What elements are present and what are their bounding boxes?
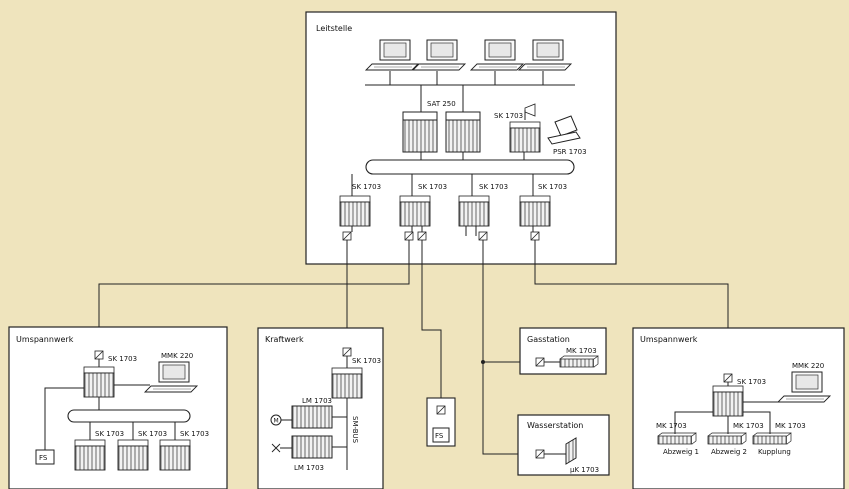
umspannwerk-left-label: Umspannwerk (16, 335, 74, 344)
mk1703-label: MK 1703 (775, 422, 806, 430)
interface-icon (404, 231, 414, 241)
sk1703-device (399, 195, 431, 227)
sk1703-device (509, 121, 541, 153)
lm1703-label: LM 1703 (294, 464, 324, 472)
fs-box: FS (426, 397, 456, 447)
fs-label: FS (39, 454, 48, 462)
lm1703-label: LM 1703 (302, 397, 332, 405)
sk1703-device (83, 366, 115, 398)
sk1703-device (519, 195, 551, 227)
leitstelle-label: Leitstelle (316, 24, 352, 33)
motor-label: M (274, 418, 279, 425)
interface-icon (530, 231, 540, 241)
interface-icon (436, 405, 446, 415)
interface-icon (94, 350, 104, 360)
leitstelle-box: Leitstelle SAT 250 SK 1703 (305, 11, 617, 265)
interface-icon (535, 357, 545, 367)
abzweig1-label: Abzweig 1 (663, 448, 699, 456)
sk1703-device (339, 195, 371, 227)
sk1703-device (712, 385, 744, 417)
sk1703-label: SK 1703 (479, 183, 508, 191)
sk1703-device (74, 439, 106, 471)
sk1703-label: SK 1703 (95, 430, 124, 438)
sat250-label: SAT 250 (427, 100, 456, 108)
uk1703-device (565, 437, 577, 465)
breaker-icon (271, 443, 292, 453)
umspannwerk-left-box: Umspannwerk SK 1703 MMK 220 FS SK 1703 S… (8, 326, 228, 489)
wasserstation-box: Wasserstation µK 1703 (517, 414, 610, 476)
interface-icon (342, 347, 352, 357)
interface-icon (478, 231, 488, 241)
mmk220-label: MMK 220 (161, 352, 193, 360)
sk1703-label: SK 1703 (494, 112, 523, 120)
antenna-icon (524, 103, 536, 120)
laptop-icon (547, 115, 581, 145)
sk1703-device (458, 195, 490, 227)
sk1703-label: SK 1703 (538, 183, 567, 191)
mmk220-label: MMK 220 (792, 362, 824, 370)
interface-icon (342, 231, 352, 241)
sk1703-device (331, 367, 363, 399)
kupplung-label: Kupplung (758, 448, 791, 456)
mk1703-label: MK 1703 (733, 422, 764, 430)
kraftwerk-box: Kraftwerk SK 1703 SM-BUS LM 1703 LM 1703… (257, 327, 384, 489)
sk1703-device (117, 439, 149, 471)
gasstation-box: Gasstation MK 1703 (519, 327, 607, 375)
gasstation-label: Gasstation (527, 335, 570, 344)
kraftwerk-label: Kraftwerk (265, 335, 304, 344)
mk1703-label: MK 1703 (656, 422, 687, 430)
sk1703-label: SK 1703 (180, 430, 209, 438)
interface-icon (417, 231, 427, 241)
sk1703-label: SK 1703 (737, 378, 766, 386)
sk1703-label: SK 1703 (352, 357, 381, 365)
interface-icon (535, 449, 545, 459)
umspannwerk-right-box: Umspannwerk SK 1703 MMK 220 MK 1703 MK 1… (632, 327, 845, 489)
sk1703-label: SK 1703 (352, 183, 381, 191)
interface-icon (723, 373, 733, 383)
sk1703-label: SK 1703 (108, 355, 137, 363)
uk1703-label: µK 1703 (570, 466, 599, 474)
sk1703-label: SK 1703 (418, 183, 447, 191)
psr1703-label: PSR 1703 (553, 148, 587, 156)
abzweig2-label: Abzweig 2 (711, 448, 747, 456)
sk1703-device (159, 439, 191, 471)
sm-bus-label: SM-BUS (351, 416, 359, 444)
motor-icon: M (270, 414, 292, 426)
wasserstation-label: Wasserstation (527, 421, 583, 430)
fs-label: FS (435, 432, 444, 440)
sk1703-label: SK 1703 (138, 430, 167, 438)
umspannwerk-right-label: Umspannwerk (640, 335, 698, 344)
mk1703-label: MK 1703 (566, 347, 597, 355)
